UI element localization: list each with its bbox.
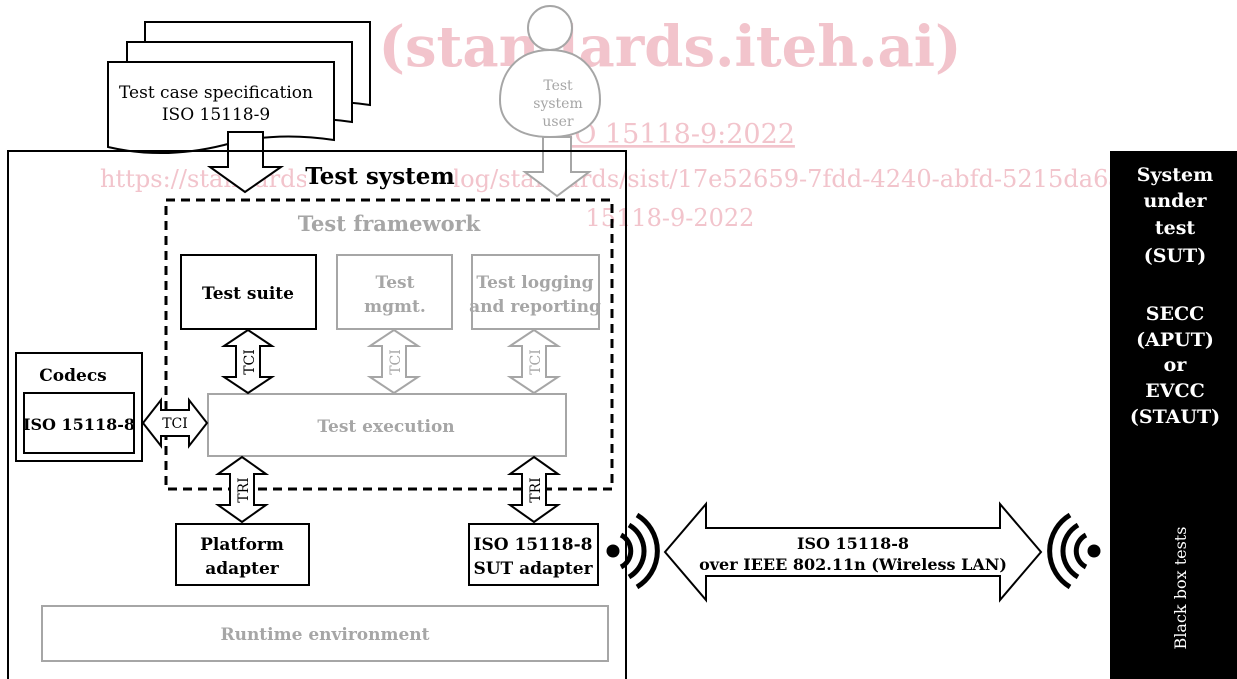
tci-label-codecs: TCI [162,416,188,432]
tci-label-mgmt: TCI [388,349,404,375]
test-mgmt-line2: mgmt. [364,297,426,317]
spec-doc-line1: Test case specification [119,83,313,103]
test-system-title-bg [306,160,454,190]
sut-line3: test [1155,217,1196,239]
test-mgmt-line1: Test [376,273,415,293]
test-suite-box [180,254,317,330]
tri-label-sut: TRI [528,477,544,502]
tci-label-suite: TCI [242,349,258,375]
user-line3: user [542,114,573,130]
tri-arrow-platform: TRI [214,455,270,524]
sut-panel [1110,151,1237,679]
sut-line5: SECC [1146,303,1204,325]
runtime-environment-box [41,605,609,662]
tri-arrow-sut: TRI [506,455,562,524]
sut-adapter-box [468,523,599,586]
runtime-environment-label: Runtime environment [220,625,429,645]
link-line2: over IEEE 802.11n (Wireless LAN) [699,555,1007,574]
test-execution-label: Test execution [317,417,454,437]
codecs-item-label: ISO 15118-8 [23,415,135,434]
platform-adapter-line2: adapter [205,559,279,579]
watermark-domain: (standards.iteh.ai) [378,14,961,80]
tci-arrow-mgmt: TCI [366,328,422,395]
spec-document-stack: Test case specification ISO 15118-9 [107,21,371,155]
platform-adapter-box [175,523,310,586]
wireless-signal-icon-tester [606,512,660,590]
watermark-url-line2: 15118-9-2022 [586,204,755,232]
test-framework-box [164,198,614,491]
sut-line6: (APUT) [1136,329,1214,351]
user-input-arrow [522,136,592,198]
sut-line4: (SUT) [1144,245,1206,267]
test-execution-box [207,393,567,457]
test-logging-line2: and reporting [469,297,601,317]
watermark-url-line1: https://standards.iteh.ai/catalog/standa… [100,165,1235,193]
sut-adapter-line1: ISO 15118-8 [474,535,593,555]
wireless-signal-icon-sut [1047,512,1101,590]
test-logging-box [471,254,600,330]
user-line2: system [533,96,582,112]
sut-line9: (STAUT) [1130,406,1220,428]
sut-adapter-line2: SUT adapter [473,559,593,579]
tci-arrow-logging: TCI [506,328,562,395]
test-suite-label: Test suite [202,284,294,304]
tri-label-platform: TRI [236,477,252,502]
test-framework-title: Test framework [298,211,481,236]
link-line1: ISO 15118-8 [797,534,909,553]
user-head-icon [527,5,573,51]
test-system-box [7,150,627,679]
sut-line7: or [1164,354,1188,376]
user-line1: Test [543,78,573,94]
spec-input-arrow [206,131,285,194]
tci-arrow-suite: TCI [220,328,276,395]
test-mgmt-box [336,254,453,330]
tci-arrow-codecs: TCI [141,397,209,449]
sut-line8: EVCC [1145,380,1204,402]
codecs-title: Codecs [39,366,107,386]
sut-line2: under [1143,190,1207,212]
wireless-link-arrow [663,501,1043,603]
platform-adapter-line1: Platform [200,535,284,555]
codecs-item-box [23,392,135,454]
tci-label-logging: TCI [528,349,544,375]
test-system-title: Test system [305,163,455,190]
test-logging-line1: Test logging [476,273,593,293]
black-box-tests-label: Black box tests [1171,527,1190,650]
spec-doc-line2: ISO 15118-9 [162,105,270,125]
watermark: (standards.iteh.ai) ISO 15118-9:2022 htt… [100,14,1235,232]
sut-line1: System [1137,164,1213,186]
